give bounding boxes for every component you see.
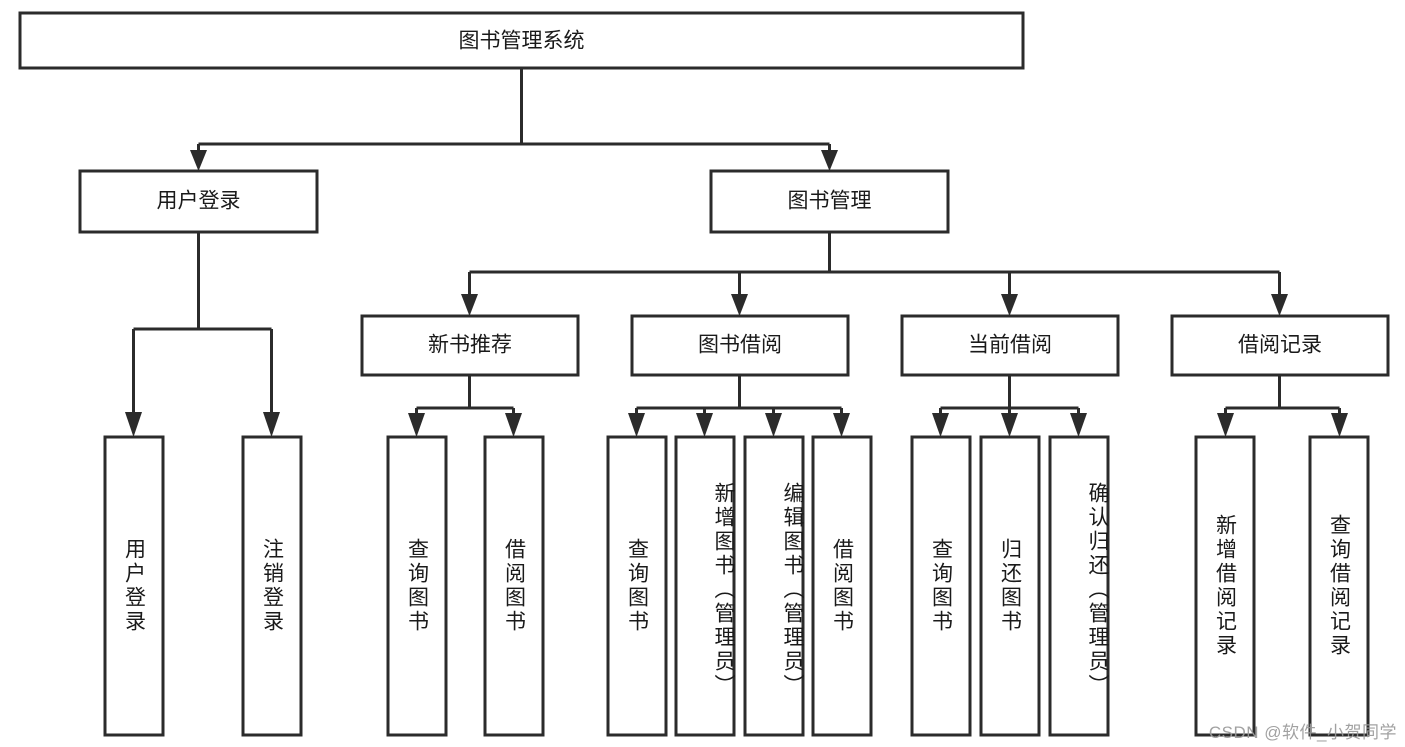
node-book-manage-label: 图书管理	[788, 190, 872, 213]
node-book-manage[interactable]: 图书管理	[709, 169, 950, 234]
node-root[interactable]: 图书管理系统	[18, 11, 1025, 70]
node-user-login[interactable]: 用户登录	[78, 169, 319, 234]
arrowhead-bb-leaf-1	[628, 413, 645, 437]
node-new-book-rec-box[interactable]	[360, 314, 580, 377]
arrowhead-bb-leaf-4	[833, 413, 850, 437]
arrowhead-cb-leaf-2	[1001, 413, 1018, 437]
leaf-box-current-2[interactable]	[979, 435, 1041, 737]
node-root-box[interactable]	[18, 11, 1025, 70]
arrowhead-bb-leaf-2	[696, 413, 713, 437]
node-user-login-box[interactable]	[78, 169, 319, 234]
arrowhead-newbook-leaf-2	[505, 413, 522, 437]
node-book-borrow-box[interactable]	[630, 314, 850, 377]
arrowhead-bm-to-borrowrecord	[1271, 294, 1288, 316]
arrowhead-root-to-userlogin	[190, 150, 207, 171]
arrowhead-userlogin-leaf-1	[125, 412, 142, 437]
node-book-borrow-label: 图书借阅	[698, 334, 782, 357]
node-current-borrow-label: 当前借阅	[968, 334, 1052, 357]
leaf-box-layer	[103, 435, 1370, 737]
leaf-box-user-login-2[interactable]	[241, 435, 303, 737]
leaf-box-borrow-4[interactable]	[811, 435, 873, 737]
arrowhead-userlogin-leaf-2	[263, 412, 280, 437]
node-borrow-record[interactable]: 借阅记录	[1170, 314, 1390, 377]
arrowhead-root-to-bookmanage	[821, 150, 838, 171]
leaf-box-newbook-1[interactable]	[386, 435, 448, 737]
leaf-box-record-2[interactable]	[1308, 435, 1370, 737]
arrowhead-cb-leaf-1	[932, 413, 949, 437]
node-new-book-rec[interactable]: 新书推荐	[360, 314, 580, 377]
leaf-box-current-1[interactable]	[910, 435, 972, 737]
node-current-borrow-box[interactable]	[900, 314, 1120, 377]
leaf-box-newbook-2[interactable]	[483, 435, 545, 737]
node-borrow-record-label: 借阅记录	[1238, 334, 1322, 357]
node-borrow-record-box[interactable]	[1170, 314, 1390, 377]
leaf-box-borrow-3[interactable]	[743, 435, 805, 737]
leaf-box-current-3[interactable]	[1048, 435, 1110, 737]
leaf-box-borrow-2[interactable]	[674, 435, 736, 737]
arrowhead-cb-leaf-3	[1070, 413, 1087, 437]
node-user-login-label: 用户登录	[157, 190, 241, 213]
csdn-watermark: CSDN @软件_小贺同学	[1208, 723, 1397, 742]
arrowhead-br-leaf-1	[1217, 413, 1234, 437]
node-current-borrow[interactable]: 当前借阅	[900, 314, 1120, 377]
arrowhead-bm-to-newbook	[461, 294, 478, 316]
arrowhead-br-leaf-2	[1331, 413, 1348, 437]
arrowhead-bm-to-currentborrow	[1001, 294, 1018, 316]
arrowhead-bm-to-bookborrow	[731, 294, 748, 316]
connector-layer	[125, 68, 1348, 437]
node-book-manage-box[interactable]	[709, 169, 950, 234]
node-new-book-rec-label: 新书推荐	[428, 334, 512, 357]
leaf-box-user-login-1[interactable]	[103, 435, 165, 737]
arrowhead-newbook-leaf-1	[408, 413, 425, 437]
leaf-box-record-1[interactable]	[1194, 435, 1256, 737]
arrowhead-bb-leaf-3	[765, 413, 782, 437]
node-book-borrow[interactable]: 图书借阅	[630, 314, 850, 377]
leaf-box-borrow-1[interactable]	[606, 435, 668, 737]
node-root-label: 图书管理系统	[459, 30, 585, 53]
